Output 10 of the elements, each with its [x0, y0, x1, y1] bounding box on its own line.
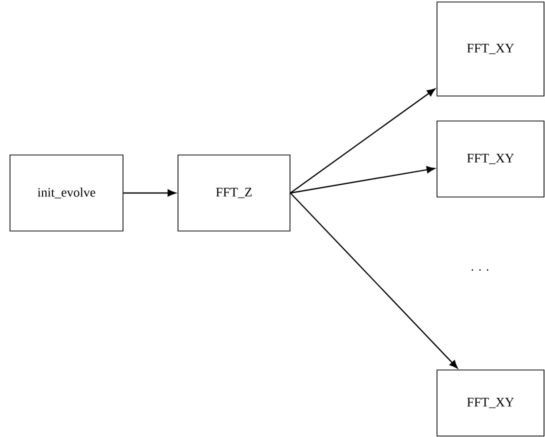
process-box: FFT_XY — [436, 2, 544, 96]
arrow — [290, 88, 436, 194]
arrow — [290, 192, 458, 368]
ellipsis: . . . — [472, 269, 488, 271]
process-box: FFT_XY — [436, 120, 544, 198]
process-box: init_evolve — [10, 154, 124, 232]
arrow — [290, 166, 435, 194]
arrow — [123, 189, 176, 196]
process-box: FFT_Z — [178, 154, 290, 232]
process-box: FFT_XY — [436, 370, 544, 436]
